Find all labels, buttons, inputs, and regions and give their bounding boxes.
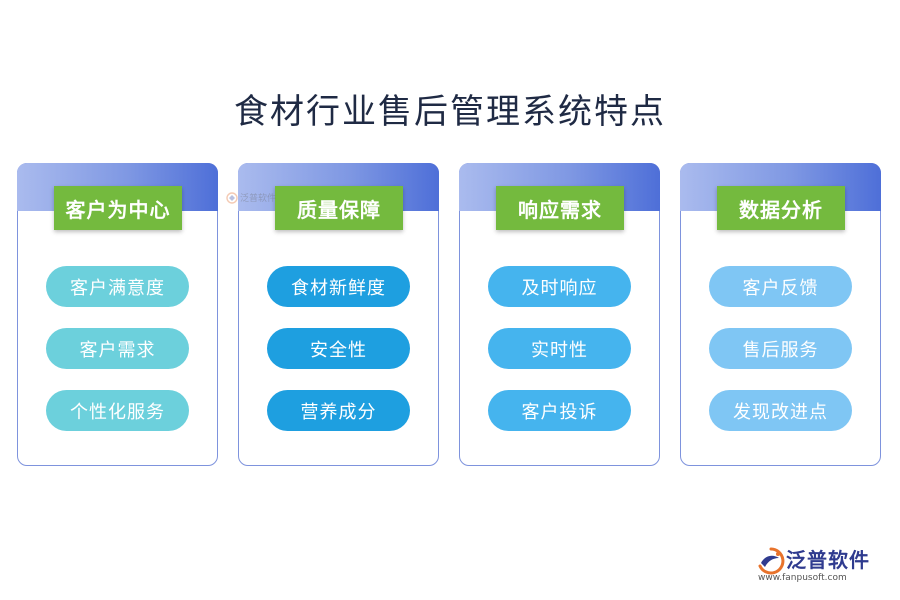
watermark-text: 泛普软件 [240,194,277,204]
page-title: 食材行业售后管理系统特点 [234,92,666,132]
card-header-label: 数据分析 [717,186,845,230]
watermark: 泛普软件 [226,191,276,204]
card-quality-assurance: 质量保障 食材新鲜度 安全性 营养成分 [237,162,439,466]
feature-pill: 客户反馈 [709,266,852,307]
brand-url: www.fanpusoft.com [758,573,847,583]
brand-logo: 泛普软件 www.fanpusoft.com [756,546,886,586]
feature-cards: 客户为中心 客户满意度 客户需求 个性化服务 质量保障 食材新鲜度 安全性 营养… [16,162,883,468]
feature-pill: 客户投诉 [488,390,631,431]
feature-pill: 营养成分 [267,390,410,431]
card-respond-to-demand: 响应需求 及时响应 实时性 客户投诉 [458,162,660,466]
feature-pill: 食材新鲜度 [267,266,410,307]
card-data-analysis: 数据分析 客户反馈 售后服务 发现改进点 [679,162,881,466]
feature-pill: 实时性 [488,328,631,369]
feature-pill: 售后服务 [709,328,852,369]
feature-pill: 发现改进点 [709,390,852,431]
card-header-label: 客户为中心 [54,186,182,230]
card-customer-centric: 客户为中心 客户满意度 客户需求 个性化服务 [16,162,218,466]
feature-pill: 及时响应 [488,266,631,307]
feature-pill: 客户满意度 [46,266,189,307]
brand-name: 泛普软件 [786,548,870,572]
fanpu-logo-icon [226,191,238,204]
fanpu-logo-icon [758,547,785,575]
card-header-label: 质量保障 [275,186,403,230]
card-header-label: 响应需求 [496,186,624,230]
feature-pill: 个性化服务 [46,390,189,431]
feature-pill: 安全性 [267,328,410,369]
feature-pill: 客户需求 [46,328,189,369]
